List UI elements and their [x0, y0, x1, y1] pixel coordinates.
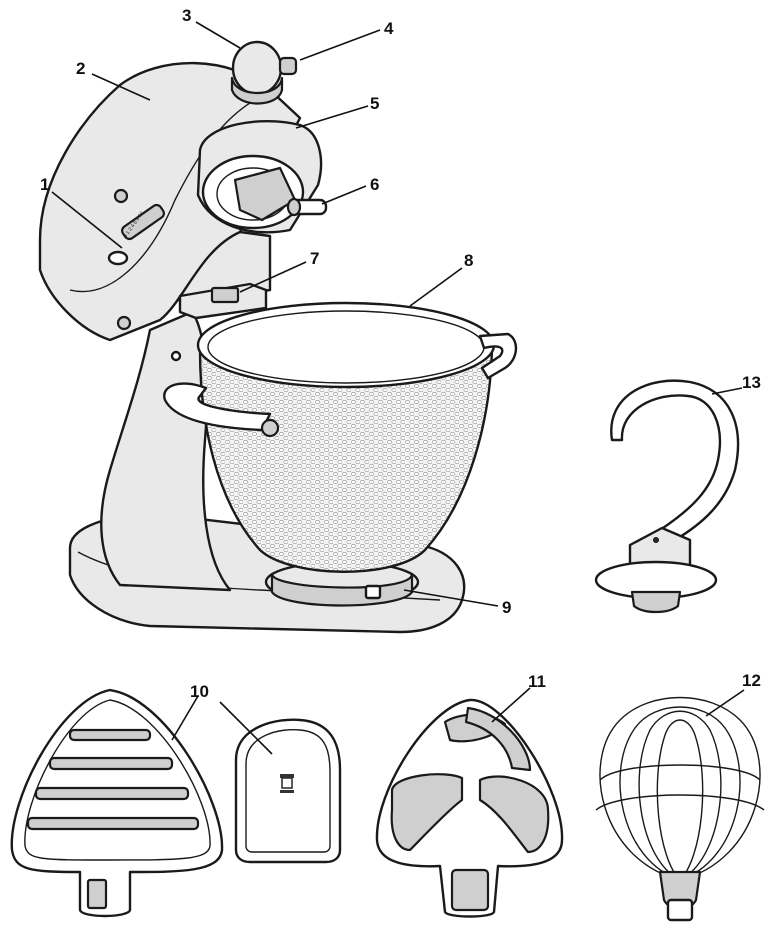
callout-9: 9: [502, 598, 511, 617]
leader-8: [409, 267, 463, 307]
flex-beater-right-window: [478, 775, 550, 854]
bowl-handle-left[interactable]: [163, 382, 272, 432]
callout-1: 1: [40, 175, 49, 194]
callout-13: 13: [742, 373, 761, 392]
leader-6: [321, 185, 367, 205]
flat-beater-ribs: [26, 728, 200, 831]
speed-control-slot: [121, 203, 165, 241]
callout-8: 8: [464, 251, 473, 270]
callout-2: 2: [76, 59, 85, 78]
head-screw: [113, 188, 129, 204]
hub-cover-collar: [230, 76, 284, 105]
callout-5: 5: [370, 94, 379, 113]
flex-beater-left-window: [390, 773, 464, 852]
leader-7: [239, 261, 307, 293]
dough-hook-pin-hole: [653, 537, 659, 543]
leader-1: [51, 191, 123, 249]
wire-whip-shank: [666, 898, 694, 922]
dough-hook-shank: [630, 590, 682, 614]
scraper-insert-inner: [245, 728, 331, 853]
pedestal-screw: [170, 350, 182, 362]
dough-hook: [594, 379, 740, 614]
leader-12: [705, 689, 745, 717]
leader-10b: [219, 701, 273, 755]
coated-flat-beater-with-scraper: [10, 688, 224, 918]
callout-numbers: 1 2 3 4 5 6 7 8 9 10 11 12 13: [40, 6, 761, 701]
head-lock-lever[interactable]: [210, 286, 240, 304]
flex-edge-beater: [375, 698, 564, 918]
leader-13: [711, 387, 743, 395]
brand-logo-icon: [280, 774, 294, 793]
callout-4: 4: [384, 19, 394, 38]
bowl-handle-right[interactable]: [478, 332, 518, 380]
planetary-detail: [233, 166, 297, 222]
callout-6: 6: [370, 175, 379, 194]
callout-12: 12: [742, 671, 761, 690]
callout-11: 11: [528, 672, 546, 691]
callout-leaders: [51, 21, 745, 755]
leader-4: [299, 29, 381, 61]
motor-head-band: [69, 99, 256, 293]
leader-9: [403, 589, 499, 607]
dough-hook-arm: [610, 379, 740, 542]
bowl-body: [198, 348, 494, 573]
leader-10a: [171, 695, 199, 741]
beater-shaft-tip: [286, 197, 302, 217]
leader-11: [491, 687, 531, 723]
attachment-knob[interactable]: [278, 56, 298, 76]
flat-beater-shank-slot: [86, 878, 108, 910]
leader-5: [295, 105, 369, 129]
bowl-rim: [196, 301, 496, 389]
flat-beater-paddle: [10, 688, 224, 918]
stand-mixer: 0 1 2 4 6 8 10: [38, 40, 518, 634]
leader-3: [195, 21, 241, 49]
bowl-clamp-tab: [364, 584, 382, 600]
bowl-scraper-insert: [234, 718, 342, 864]
flex-beater-shank: [450, 868, 490, 912]
wire-whip-outer: [599, 696, 761, 881]
wire-whip: [595, 696, 765, 922]
flat-beater-inner: [24, 699, 211, 861]
speed-lever[interactable]: [107, 250, 129, 266]
callout-3: 3: [182, 6, 191, 25]
bowl-handle-rivet: [260, 418, 280, 438]
callout-10: 10: [190, 682, 209, 701]
head-rear-screw: [116, 315, 132, 331]
callout-7: 7: [310, 249, 319, 268]
leader-2: [91, 73, 151, 101]
attachment-hub-cover[interactable]: [231, 40, 283, 96]
